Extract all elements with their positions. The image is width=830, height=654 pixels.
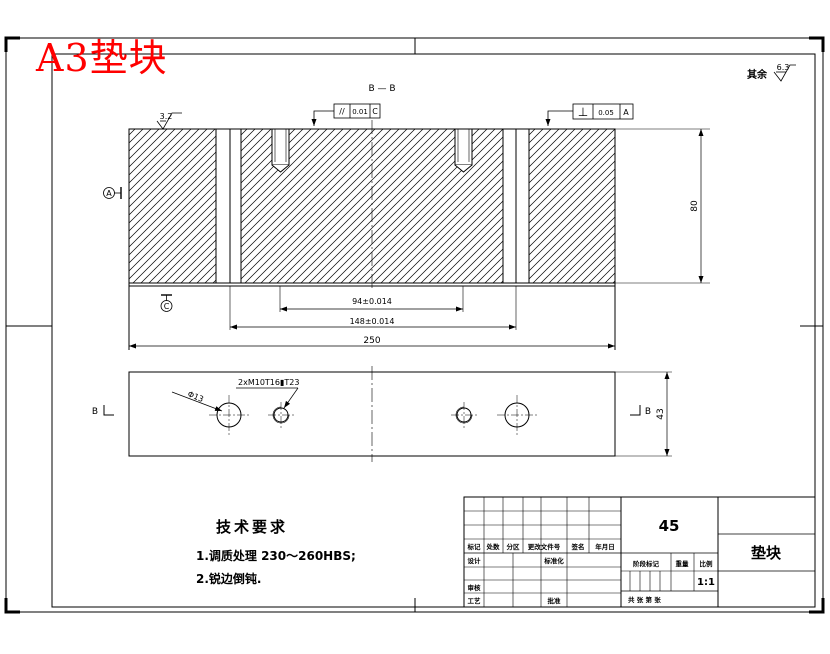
svg-text:A: A: [623, 108, 629, 117]
hatch-block-right: [528, 128, 616, 284]
tolerance-frame-parallel: // 0.01 C: [311, 103, 381, 126]
hatch-block-left: [128, 128, 217, 284]
title-block-text: 45 垫块 1:1 标记 处数 分区 更改文件号 签名 年月日 设计 标准化 阶…: [467, 517, 782, 605]
tapped-hole-left: [268, 402, 294, 428]
dim-text-hole-dia: Φ13: [186, 390, 205, 405]
dim-text-148: 148±0.014: [350, 317, 395, 326]
svg-text://: //: [339, 107, 345, 116]
tech-item-2: 2.锐边倒钝.: [196, 572, 262, 586]
svg-text:签名: 签名: [571, 542, 585, 551]
svg-text:更改文件号: 更改文件号: [528, 542, 561, 551]
svg-text:B: B: [645, 407, 651, 417]
svg-text:阶段标记: 阶段标记: [633, 559, 660, 568]
corner-marks: [4, 36, 825, 614]
dim-text-43: 43: [656, 408, 666, 419]
svg-text:C: C: [372, 107, 378, 116]
dim-text-80: 80: [690, 200, 700, 212]
svg-text:其余: 其余: [747, 68, 768, 81]
section-mark-left: B: [92, 405, 114, 417]
section-view: B — B: [103, 84, 710, 350]
sheet-inner-frame: [51, 53, 816, 608]
bore-slot-left: [215, 128, 242, 284]
threaded-hole-right: [454, 128, 473, 173]
svg-text:3.2: 3.2: [160, 112, 173, 121]
svg-text:A: A: [106, 189, 112, 198]
svg-text:C: C: [164, 302, 170, 311]
part-name-text: 垫块: [751, 544, 782, 562]
datum-a-marker: A: [103, 187, 122, 199]
svg-text:6.3: 6.3: [777, 63, 790, 72]
title-stamp: A3垫块: [36, 36, 168, 80]
svg-text:比例: 比例: [700, 559, 714, 568]
svg-text:共 张 第 张: 共 张 第 张: [628, 595, 661, 604]
tech-title: 技术要求: [216, 518, 289, 536]
section-mark-right: B: [630, 405, 651, 417]
centering-marks: [6, 38, 823, 612]
material-text: 45: [659, 517, 680, 535]
dim-text-250: 250: [363, 336, 380, 346]
svg-text:标记: 标记: [467, 542, 482, 551]
svg-text:重量: 重量: [676, 559, 690, 568]
section-label: B — B: [368, 84, 395, 94]
svg-text:年月日: 年月日: [595, 542, 615, 551]
tech-item-1: 1.调质处理 230～260HBS;: [196, 549, 356, 563]
technical-requirements: 技术要求 1.调质处理 230～260HBS; 2.锐边倒钝.: [196, 516, 356, 587]
svg-text:标准化: 标准化: [543, 556, 564, 565]
svg-text:0.05: 0.05: [598, 109, 614, 117]
roughness-symbol-top: 3.2: [156, 112, 182, 130]
svg-text:分区: 分区: [507, 542, 521, 551]
svg-text:审核: 审核: [468, 583, 482, 592]
svg-text:批准: 批准: [548, 596, 562, 605]
svg-text:工艺: 工艺: [468, 596, 482, 605]
svg-text:B: B: [92, 407, 98, 417]
tolerance-frame-perpendicular: ⊥ 0.05 A: [545, 103, 634, 126]
tapped-hole-right: [451, 402, 477, 428]
title-block: [463, 496, 816, 608]
scale-text: 1:1: [697, 577, 715, 588]
bore-right: [497, 395, 537, 435]
svg-text:处数: 处数: [486, 542, 501, 551]
dim-text-94: 94±0.014: [352, 297, 392, 306]
roughness-note-other: 其余 6.3: [747, 63, 796, 82]
bore-left: [209, 395, 249, 435]
top-view: Φ13 2xM10T16▮T23 43 B B: [92, 366, 672, 462]
svg-text:⊥: ⊥: [578, 105, 588, 119]
svg-text:设计: 设计: [468, 556, 482, 565]
datum-c-marker: C: [160, 294, 173, 312]
svg-text:0.01: 0.01: [352, 108, 368, 116]
dim-text-thread: 2xM10T16▮T23: [238, 378, 299, 387]
threaded-hole-left: [271, 128, 290, 173]
